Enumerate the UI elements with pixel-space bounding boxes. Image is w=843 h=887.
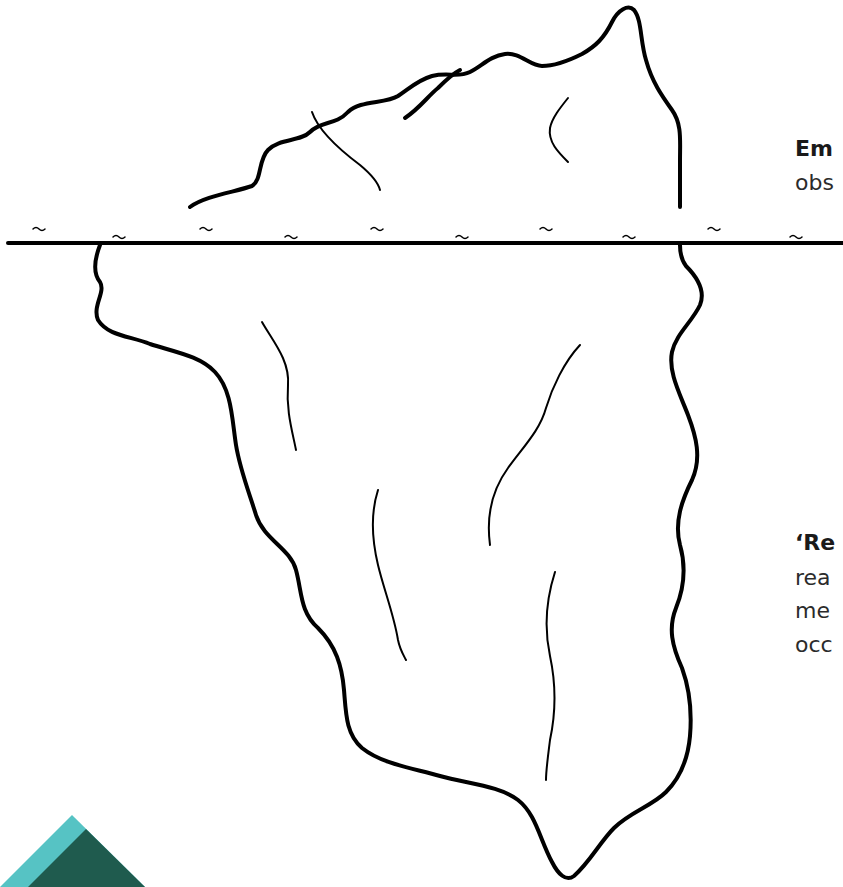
text-fragment: rea: [795, 565, 831, 591]
waterline: [8, 241, 843, 245]
text-fragment: me: [795, 598, 830, 624]
wave-marks: [33, 228, 802, 239]
corner-triangle: [0, 815, 145, 887]
heading-fragment: Em: [795, 136, 833, 162]
text-fragment: occ: [795, 632, 833, 658]
ice-crack: [312, 112, 380, 190]
heading-fragment: ‘Re: [795, 530, 835, 556]
ice-crack: [550, 98, 568, 162]
ice-cracks: [262, 322, 580, 780]
corner-triangle: [28, 829, 145, 887]
iceberg-body: [95, 245, 702, 878]
ridge-line: [405, 70, 460, 118]
text-fragment: obs: [795, 170, 834, 196]
iceberg-tip: [190, 8, 680, 207]
